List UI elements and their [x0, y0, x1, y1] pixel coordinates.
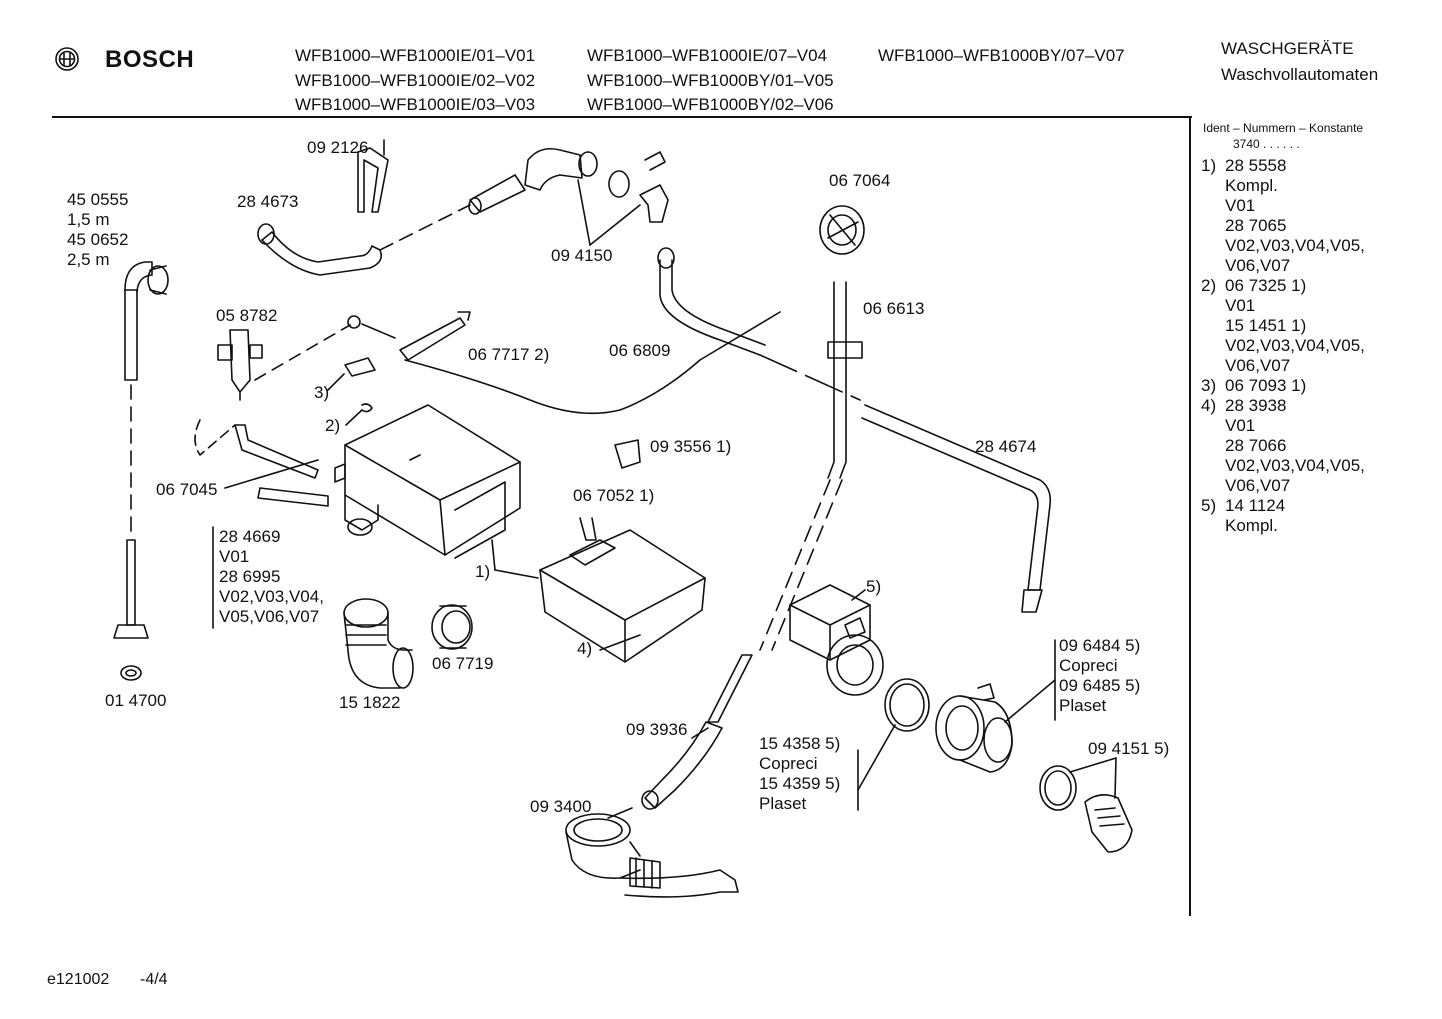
part-label-ref2: 2) [325, 416, 341, 435]
gasket-154358-drawing [857, 678, 930, 811]
ident-constant: 3740 . . . . . . [1233, 137, 1300, 151]
part-label-ref1: 1) [475, 562, 491, 581]
brand-name: BOSCH [105, 46, 195, 73]
part-label-284674: 28 4674 [975, 437, 1037, 456]
hose-066809-drawing [404, 311, 781, 415]
pump-housing-drawing [935, 639, 1056, 773]
footer-code: e121002 [47, 971, 110, 988]
part-label-151822: 15 1822 [339, 693, 401, 712]
part-label-067052: 06 7052 1) [573, 486, 655, 505]
model-item: WFB1000–WFB1000IE/07–V04 [587, 46, 828, 65]
category-title: WASCHGERÄTE [1221, 39, 1354, 58]
bracket-067717-drawing [347, 311, 471, 361]
seal-093556-drawing [614, 439, 641, 469]
part-label-067717: 06 7717 2) [468, 345, 550, 364]
part-label-066613: 06 6613 [863, 299, 925, 318]
bellows-151822-drawing [343, 598, 414, 689]
part-label-066809: 06 6809 [609, 341, 671, 360]
dispenser-housing-drawing [334, 404, 521, 559]
header-divider [52, 116, 1192, 118]
inlet-hose-drawing [113, 261, 169, 681]
level-hose-drawing [707, 281, 863, 723]
model-item: WFB1000–WFB1000IE/03–V03 [295, 95, 536, 114]
part-label-014700: 01 4700 [105, 691, 167, 710]
part-label-093556: 09 3556 1) [650, 437, 732, 456]
part-label-067064: 06 7064 [829, 171, 891, 190]
detergent-drawer-drawing [491, 517, 706, 663]
bosch-logo-icon [55, 47, 79, 71]
hose-284674-drawing [657, 247, 1052, 613]
part-label-ref5: 5) [866, 577, 882, 596]
ring-067719-drawing [431, 604, 473, 650]
model-column-2: WFB1000–WFB1000IE/07–V04 WFB1000–WFB1000… [587, 44, 834, 118]
model-column-3: WFB1000–WFB1000BY/07–V07 [878, 44, 1125, 69]
hose-093936-drawing [641, 721, 723, 810]
valve-058782-drawing [217, 324, 351, 401]
model-item: WFB1000–WFB1000BY/07–V07 [878, 46, 1125, 65]
model-item: WFB1000–WFB1000BY/01–V05 [587, 70, 834, 90]
part-label-067719: 06 7719 [432, 654, 494, 673]
model-item: WFB1000–WFB1000BY/02–V06 [587, 95, 834, 114]
part-label-ref4: 4) [577, 639, 593, 658]
part-label-284673: 28 4673 [237, 192, 299, 211]
hose-284673-drawing [257, 204, 471, 276]
part-label-154358: 15 4358 5) Copreci 15 4359 5) Plaset [759, 734, 841, 813]
small-clips-drawing [327, 357, 376, 426]
model-item: WFB1000–WFB1000IE/02–V02 [295, 70, 536, 90]
ident-title: Ident – Nummern – Konstante [1203, 121, 1364, 135]
part-label-067045: 06 7045 [156, 480, 218, 499]
pressure-switch-drawing [819, 205, 865, 255]
part-label-058782: 05 8782 [216, 306, 278, 325]
subcategory-title: Waschvollautomaten [1221, 65, 1379, 84]
part-label-096484: 09 6484 5) Copreci 09 6485 5) Plaset [1059, 636, 1141, 715]
part-label-093400: 09 3400 [530, 797, 592, 816]
part-label-094150: 09 4150 [551, 246, 613, 265]
footer-page: -4/4 [140, 971, 168, 988]
model-column-1: WFB1000–WFB1000IE/01–V01 WFB1000–WFB1000… [295, 44, 535, 118]
inlet-valve-drawing [468, 147, 669, 246]
hose-067045-drawing [194, 419, 329, 507]
sump-093400-drawing [565, 807, 739, 898]
part-label-ref3: 3) [314, 383, 330, 402]
seal-094151-drawing [1039, 757, 1133, 853]
part-label-093936: 09 3936 [626, 720, 688, 739]
drain-pump-drawing [789, 584, 884, 696]
part-label-092126: 09 2126 [307, 138, 369, 157]
clip-092126-drawing [357, 139, 389, 213]
part-label-094151: 09 4151 5) [1088, 739, 1170, 758]
part-label-inlet-hose: 45 0555 1,5 m 45 0652 2,5 m [67, 190, 129, 269]
sidebar-divider [1189, 116, 1191, 916]
part-label-284669: 28 4669 V01 28 6995 V02,V03,V04, V05,V06… [219, 527, 324, 626]
model-item: WFB1000–WFB1000IE/01–V01 [295, 46, 536, 65]
